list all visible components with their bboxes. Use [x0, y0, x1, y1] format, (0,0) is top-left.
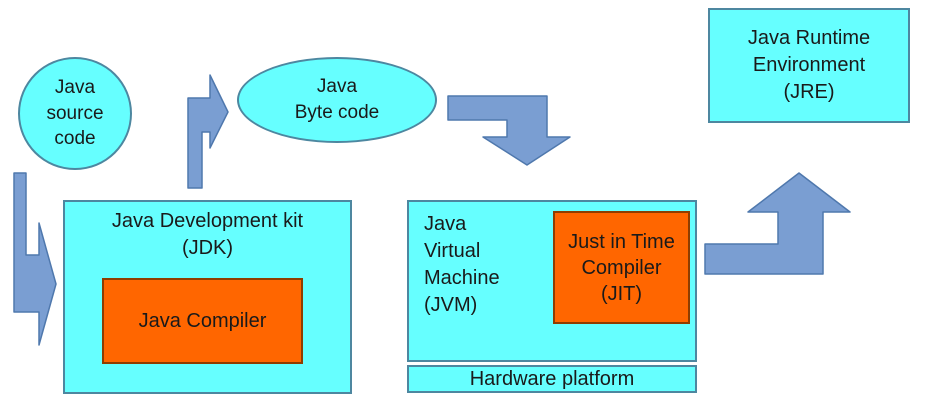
node-java-byte-code: Java Byte code [237, 57, 437, 143]
node-jit: Just in Time Compiler (JIT) [553, 211, 690, 324]
node-java-source-code-label: Java source code [46, 77, 104, 150]
node-jdk-label: Java Development kit (JDK) [111, 210, 304, 259]
node-jit-label: Just in Time Compiler (JIT) [568, 230, 675, 305]
node-hardware-platform-label: Hardware platform [469, 367, 635, 390]
node-java-compiler-label: Java Compiler [138, 309, 267, 332]
arrow-bytecode-to-jvm-icon [447, 95, 571, 166]
arrow-source-to-jdk-icon [13, 172, 57, 346]
node-java-source-code: Java source code [18, 57, 132, 170]
arrow-jdk-to-bytecode-icon [187, 74, 229, 189]
node-hardware-platform: Hardware platform [407, 365, 697, 393]
node-jvm: Java Virtual Machine (JVM) [407, 200, 697, 362]
node-java-compiler: Java Compiler [102, 278, 303, 364]
node-jre: Java Runtime Environment (JRE) [708, 8, 910, 123]
node-jvm-label: Java Virtual Machine (JVM) [424, 213, 500, 316]
node-jre-label: Java Runtime Environment (JRE) [747, 27, 871, 103]
arrow-jvm-to-jre-icon [704, 172, 851, 275]
node-java-byte-code-label: Java Byte code [294, 76, 380, 123]
